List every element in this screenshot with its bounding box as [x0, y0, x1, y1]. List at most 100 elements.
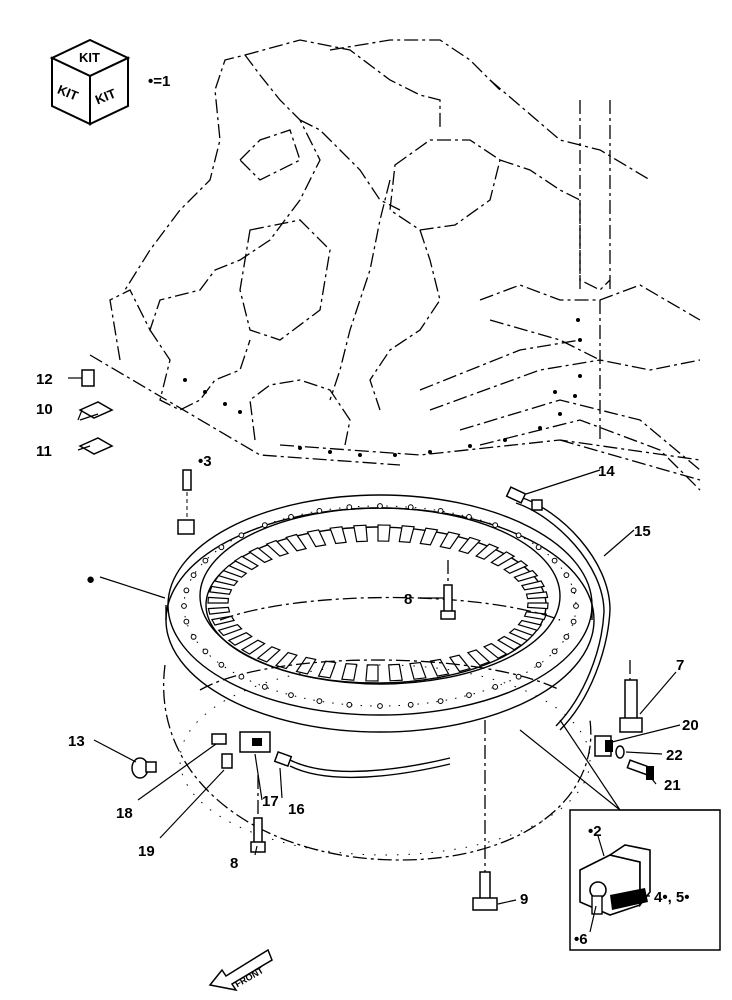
bolt-hole: [563, 634, 570, 640]
bolt-hole: [377, 503, 383, 509]
bolt-hole: [573, 603, 579, 609]
gear-tooth: [240, 639, 266, 655]
bolt-hole: [437, 508, 444, 514]
gear-tooth: [256, 646, 281, 663]
bolt-hole: [261, 684, 268, 690]
gear-tooth: [503, 560, 529, 574]
bolt-hole: [181, 603, 187, 609]
gear-tooth: [265, 539, 290, 557]
callout-19: 19: [138, 843, 155, 860]
kit-cube-icon: KIT KIT KIT: [49, 38, 131, 126]
bolt-9-icon: [472, 720, 498, 911]
gear-tooth: [285, 533, 308, 552]
callout-labels: ● •2 •3 4•, 5• •6 7 8 8 9 10 11 12 13 14…: [36, 371, 699, 948]
bolt-hole: [218, 661, 225, 668]
gear-tooth: [353, 524, 368, 543]
bolt-hole: [437, 698, 444, 704]
bolt-hole: [261, 522, 268, 528]
upper-frame-outline: [89, 39, 701, 491]
kit-legend: •=1: [148, 73, 170, 90]
detail-inset: [519, 719, 721, 951]
bolt-hole: [288, 692, 294, 698]
bolt-hole: [515, 673, 522, 680]
gear-tooth: [513, 569, 539, 582]
bolt-hole: [466, 692, 472, 698]
gear-tooth: [317, 660, 337, 679]
bolt-hole: [183, 587, 190, 594]
leader-lines: [68, 377, 681, 933]
bolt-hole: [190, 634, 197, 640]
gear-tooth: [466, 649, 491, 667]
callout-15: 15: [634, 523, 651, 540]
callout-18: 18: [116, 805, 133, 822]
gear-tooth: [210, 615, 236, 626]
bolt-hole: [190, 572, 197, 578]
bolt-hole: [202, 648, 209, 655]
gear-tooth: [482, 642, 508, 659]
block-17-icon: [239, 731, 271, 753]
callout-16: 16: [288, 801, 305, 818]
washer-22-icon: [615, 745, 625, 759]
bolt-8-lower-icon: [250, 775, 266, 853]
gear-tooth: [526, 602, 549, 610]
bolt-hole: [535, 544, 542, 551]
gear-tooth: [475, 543, 500, 560]
bolt-hole: [492, 522, 499, 528]
gear-tooth: [448, 654, 471, 673]
bolt-hole: [346, 504, 353, 511]
gear-tooth: [233, 555, 260, 571]
callout-7: 7: [676, 657, 684, 674]
bolt-hole: [218, 544, 225, 551]
bolt-hole: [563, 572, 570, 578]
kit-face-top: KIT: [79, 50, 100, 65]
bolt-hole: [288, 514, 294, 520]
plate-11-icon: [78, 437, 114, 455]
bolt-12-icon: [81, 369, 95, 387]
callout-3: •3: [198, 453, 212, 470]
front-direction-arrow: FRONT: [208, 948, 273, 992]
gear-tooth: [458, 536, 481, 555]
bolt-hole: [515, 532, 522, 539]
turntable-phantom: [163, 596, 631, 861]
callout-10: 10: [36, 401, 53, 418]
bolt-hole: [202, 557, 209, 564]
callout-8-upper: 8: [404, 591, 412, 608]
gear-tooth: [398, 525, 415, 544]
fitting-14-icon: [505, 486, 543, 511]
gear-tooth: [496, 635, 523, 651]
callout-11: 11: [36, 443, 52, 460]
bolt-8-upper-icon: [440, 560, 456, 620]
bolt-hole: [551, 557, 558, 564]
grease-fitting-13-icon: [131, 757, 157, 779]
gear-tooth: [517, 619, 543, 631]
bolt-hole: [407, 504, 414, 511]
bolt-hole: [316, 508, 323, 514]
grease-line-hose: [289, 496, 611, 779]
gear-tooth: [490, 551, 516, 567]
gear-tooth: [248, 547, 274, 564]
gear-tooth: [429, 658, 450, 677]
callout-12: 12: [36, 371, 53, 388]
gear-tooth: [409, 661, 427, 680]
bearing-bolt-holes: [181, 503, 579, 709]
gear-tooth: [388, 663, 403, 682]
fitting-16-icon: [273, 750, 293, 768]
clamp-20-icon: [594, 735, 613, 757]
gear-tooth: [377, 524, 391, 542]
callout-4-5: 4•, 5•: [654, 889, 690, 906]
gear-tooth: [207, 596, 230, 604]
gear-tooth: [419, 527, 439, 546]
bolt-hole: [377, 703, 383, 709]
bolt-hole: [346, 701, 353, 708]
gear-tooth: [208, 585, 233, 595]
bolt-hole: [492, 684, 499, 690]
gear-tooth: [306, 529, 327, 548]
plug-19-icon: [221, 753, 233, 769]
callout-21: 21: [664, 777, 681, 794]
frame-mounting-holes: [183, 318, 582, 457]
kit-face-left: KIT: [55, 82, 80, 104]
gear-tooth: [222, 564, 248, 578]
gear-tooth: [213, 575, 239, 587]
